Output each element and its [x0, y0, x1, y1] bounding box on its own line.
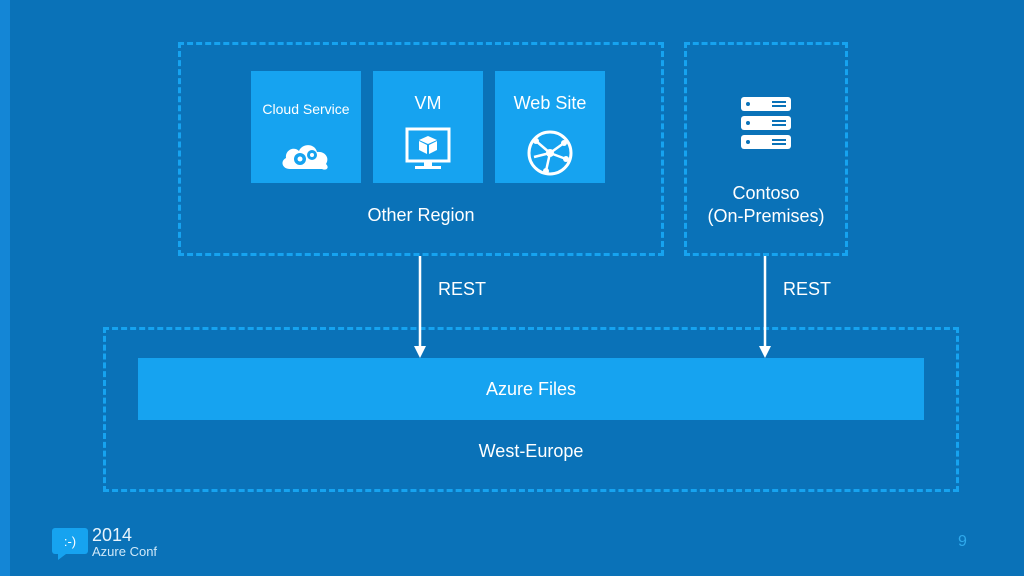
footer-year: 2014: [92, 525, 133, 545]
vm-tile[interactable]: VM: [373, 71, 483, 183]
cloud-gears-icon: [282, 145, 328, 170]
page-number: 9: [958, 533, 967, 550]
globe-network-icon: [527, 130, 573, 176]
west-europe-label: West-Europe: [478, 441, 584, 461]
rest-label-left: REST: [438, 279, 487, 299]
onprem-label: Contoso (On-Premises): [684, 182, 848, 228]
cloud-service-tile[interactable]: Cloud Service: [251, 71, 361, 183]
tile-label: Cloud Service: [262, 101, 350, 117]
onprem-region-box: [684, 42, 848, 256]
rest-label-right: REST: [783, 279, 832, 299]
azure-files-label: Azure Files: [485, 378, 577, 399]
arrow-head-icon: [759, 346, 771, 358]
onprem-label-line1: Contoso: [732, 183, 800, 203]
tile-label: Web Site: [513, 93, 587, 113]
tile-label: VM: [414, 93, 442, 113]
web-site-tile[interactable]: Web Site: [495, 71, 605, 183]
vm-monitor-icon: [405, 127, 451, 169]
left-accent-strip: [0, 0, 10, 576]
west-europe-region-box: [103, 327, 959, 492]
azure-conf-logo-icon: :-): [52, 528, 88, 560]
onprem-label-line2: (On-Premises): [707, 206, 825, 226]
footer-event: Azure Conf: [92, 544, 158, 559]
logo-text: :-): [64, 534, 76, 549]
azure-files-bar[interactable]: Azure Files: [138, 358, 924, 420]
arrow-head-icon: [414, 346, 426, 358]
other-region-box: [178, 42, 664, 256]
other-region-label: Other Region: [367, 205, 475, 225]
server-stack-icon: [741, 97, 791, 149]
